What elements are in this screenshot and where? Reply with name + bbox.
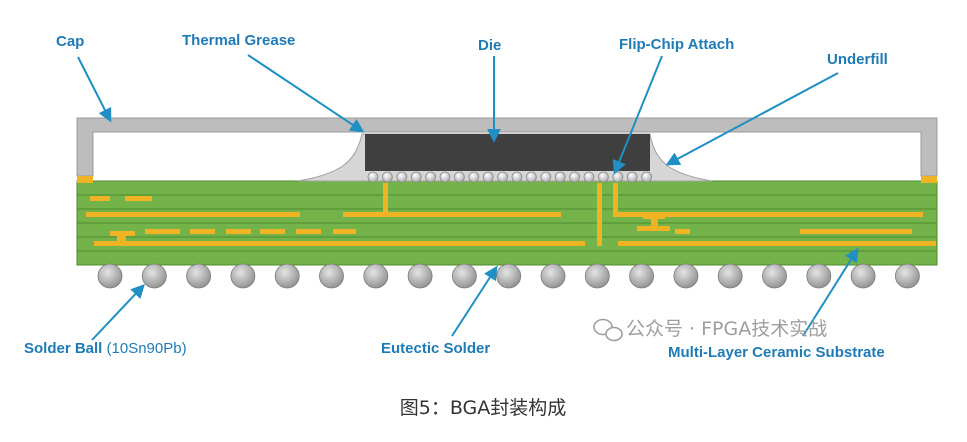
flip-chip-bump — [554, 171, 566, 183]
solder-ball — [629, 263, 654, 289]
flip-chip-bump — [381, 171, 393, 183]
flip-chip-bump — [453, 171, 465, 183]
solder-ball — [806, 263, 832, 289]
flip-chip-bump — [482, 171, 494, 183]
solder-ball — [540, 263, 566, 289]
solder-ball — [319, 263, 344, 289]
solder-ball — [186, 263, 212, 289]
solder-ball — [407, 263, 433, 289]
flip-chip-bump — [511, 171, 523, 183]
solder-ball — [230, 263, 256, 289]
figure-caption: 图5：BGA封装构成 — [400, 397, 567, 419]
solder-ball — [141, 263, 167, 289]
callout-arrows — [77, 54, 859, 341]
flip-chip-bump — [612, 171, 624, 183]
wechat-icon — [593, 318, 623, 342]
label-die: Die — [478, 37, 501, 54]
cap-seal-left — [77, 176, 93, 183]
arrow-underfill — [665, 72, 839, 166]
arrow-eutectic-solder — [451, 265, 498, 337]
label-cap: Cap — [56, 33, 84, 50]
solder-ball — [850, 263, 876, 289]
label-solder-ball-spec: (10Sn90Pb) — [107, 340, 187, 357]
die — [365, 134, 650, 171]
flip-chip-bumps — [367, 171, 652, 183]
cap-seal-right — [921, 176, 937, 183]
label-substrate: Multi-Layer Ceramic Substrate — [668, 344, 885, 361]
flip-chip-bump — [540, 171, 552, 183]
solder-balls — [97, 263, 920, 289]
flip-chip-bump — [626, 171, 638, 183]
flip-chip-bump — [439, 171, 451, 183]
label-flip-chip-attach: Flip-Chip Attach — [619, 36, 734, 53]
flip-chip-bump — [425, 171, 437, 183]
flip-chip-bump — [641, 171, 652, 183]
solder-ball — [717, 263, 743, 289]
solder-ball — [895, 263, 920, 289]
label-solder-ball: Solder Ball (10Sn90Pb) — [24, 340, 187, 357]
label-thermal-grease: Thermal Grease — [182, 32, 295, 49]
solder-ball — [97, 263, 123, 289]
arrow-solder-ball — [91, 283, 145, 341]
flip-chip-bump — [569, 171, 580, 183]
arrow-flip-chip-attach — [612, 55, 663, 175]
flip-chip-bump — [583, 171, 595, 183]
arrow-substrate — [802, 247, 859, 337]
arrow-thermal-grease — [247, 54, 365, 133]
arrow-cap — [77, 56, 112, 123]
label-underfill: Underfill — [827, 51, 888, 68]
flip-chip-bump — [598, 171, 609, 183]
solder-ball — [451, 263, 477, 289]
solder-ball — [762, 263, 787, 289]
flip-chip-bump — [526, 171, 537, 183]
flip-chip-bump — [497, 171, 509, 183]
watermark: 公众号 · FPGA技术实战 — [593, 318, 827, 342]
solder-ball — [496, 263, 522, 289]
solder-ball — [673, 263, 699, 289]
substrate-traces — [86, 183, 936, 246]
flip-chip-bump — [367, 171, 379, 183]
solder-ball — [274, 263, 300, 289]
flip-chip-bump — [396, 171, 408, 183]
flip-chip-bump — [468, 171, 480, 183]
label-eutectic-solder: Eutectic Solder — [381, 340, 490, 357]
label-solder-ball-name: Solder Ball — [24, 340, 102, 357]
substrate-layer-lines — [77, 194, 937, 252]
solder-ball — [584, 263, 610, 289]
solder-ball — [363, 263, 389, 289]
flip-chip-bump — [410, 171, 422, 183]
watermark-text: 公众号 · FPGA技术实战 — [626, 318, 827, 340]
